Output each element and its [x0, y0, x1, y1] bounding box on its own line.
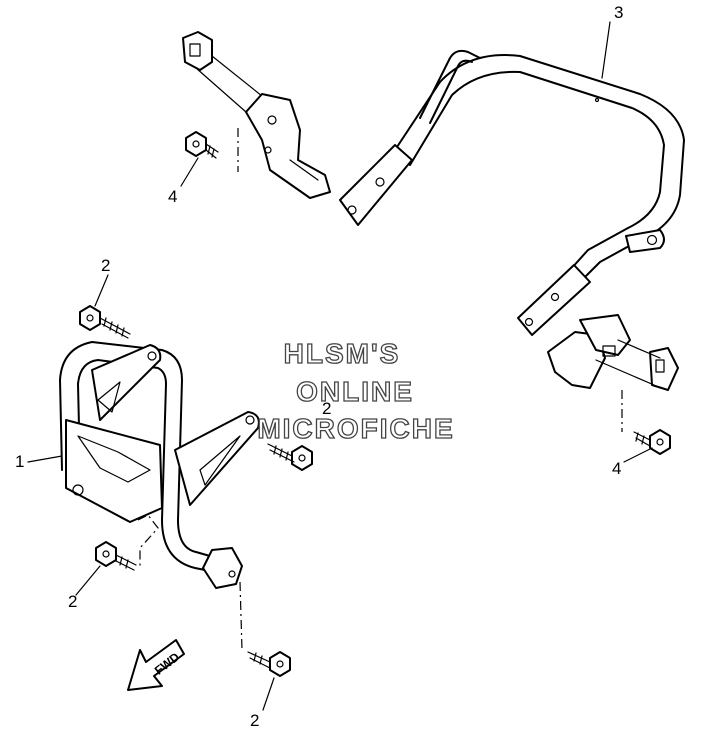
callout-part-2-lower-left: 2	[68, 592, 77, 611]
upper-left-mount-bracket	[182, 31, 331, 199]
front-guard-part-1	[59, 341, 260, 651]
bolt-upper-center	[185, 131, 219, 159]
callout-part-1: 1	[15, 452, 24, 471]
callout-part-4-right: 4	[612, 459, 621, 478]
callout-part-2-upper: 2	[101, 256, 110, 275]
watermark-line-1: HLSM'S	[284, 338, 401, 369]
callout-part-3: 3	[614, 3, 623, 22]
callout-part-2-mid: 2	[322, 399, 331, 418]
rear-bumper-part-3	[339, 49, 685, 336]
bolt-mid-right	[267, 443, 313, 471]
callout-part-2-bottom: 2	[250, 711, 259, 730]
bolt-lower-left	[95, 541, 137, 571]
callout-part-4-left: 4	[168, 187, 177, 206]
bolt-right	[633, 429, 671, 455]
watermark-line-3: MICROFICHE	[257, 413, 454, 444]
callout-leaders	[27, 21, 653, 711]
bolt-bottom	[247, 651, 291, 677]
watermark-line-2: ONLINE	[296, 376, 414, 407]
bolt-upper-left	[79, 305, 131, 339]
fwd-direction-arrow: FWD	[127, 639, 185, 691]
lower-right-mount-bracket	[547, 314, 679, 432]
watermark: HLSM'S ONLINE MICROFICHE	[257, 337, 454, 444]
